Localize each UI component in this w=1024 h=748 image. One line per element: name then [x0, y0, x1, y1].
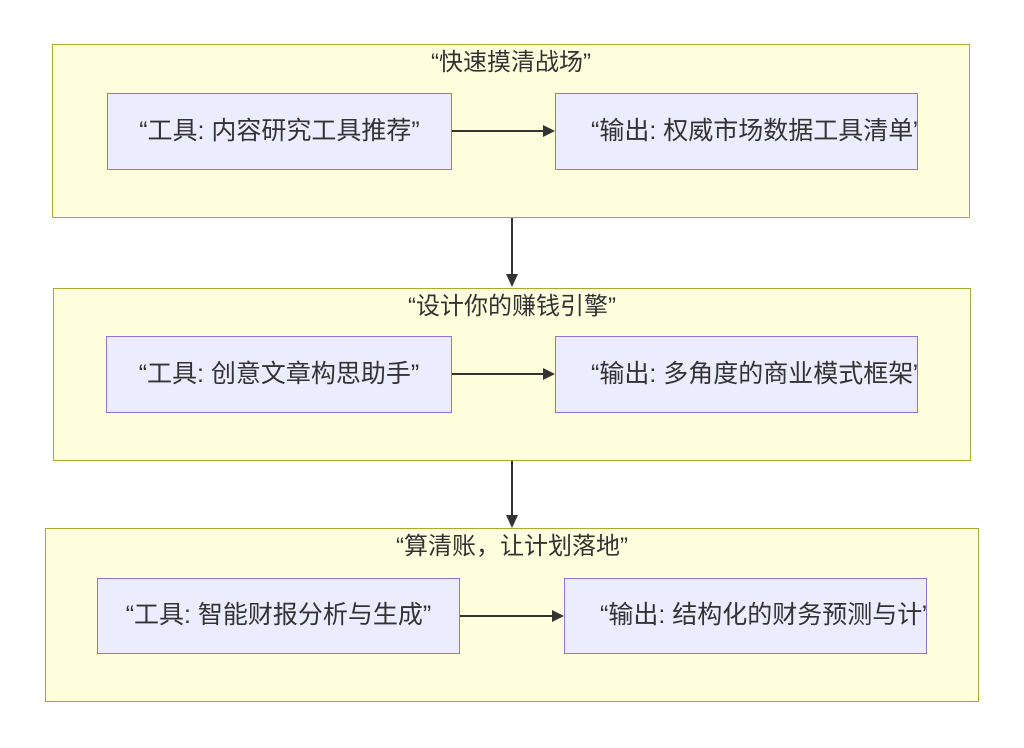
arrowhead-phase2-tool-to-output [543, 368, 555, 380]
arrowhead-phase2-to-phase3 [506, 515, 518, 528]
phase-3-title: “算清账，让计划落地” [396, 533, 628, 560]
arrowhead-phase1-to-phase2 [506, 274, 518, 287]
edge-phase3-tool-to-output [460, 615, 554, 617]
phase-1-output-label: “输出: 权威市场数据工具清单” [591, 116, 918, 145]
phase-3-output-label: “输出: 结构化的财务预测与计” [600, 601, 927, 630]
phase-1-output-node: “输出: 权威市场数据工具清单” [555, 93, 918, 170]
phase-1-title: “快速摸清战场” [431, 49, 591, 76]
phase-1-tool-node: “工具: 内容研究工具推荐” [107, 93, 452, 170]
phase-3-output-node: “输出: 结构化的财务预测与计” [564, 578, 927, 654]
edge-phase2-tool-to-output [452, 373, 545, 375]
phase-2-title: “设计你的赚钱引擎” [408, 293, 616, 320]
arrowhead-phase3-tool-to-output [552, 610, 564, 622]
phase-2-tool-label: “工具: 创意文章构思助手” [138, 359, 420, 388]
phase-2-output-node: “输出: 多角度的商业模式框架” [555, 336, 918, 413]
phase-2-tool-node: “工具: 创意文章构思助手” [106, 336, 452, 413]
phase-1-tool-label: “工具: 内容研究工具推荐” [139, 116, 420, 145]
phase-2-output-label: “输出: 多角度的商业模式框架” [591, 359, 918, 388]
edge-phase2-to-phase3 [511, 461, 513, 517]
edge-phase1-to-phase2 [511, 218, 513, 276]
edge-phase1-tool-to-output [452, 130, 545, 132]
phase-3-tool-label: “工具: 智能财报分析与生成” [125, 601, 432, 630]
phase-3-tool-node: “工具: 智能财报分析与生成” [97, 578, 460, 654]
arrowhead-phase1-tool-to-output [543, 125, 555, 137]
